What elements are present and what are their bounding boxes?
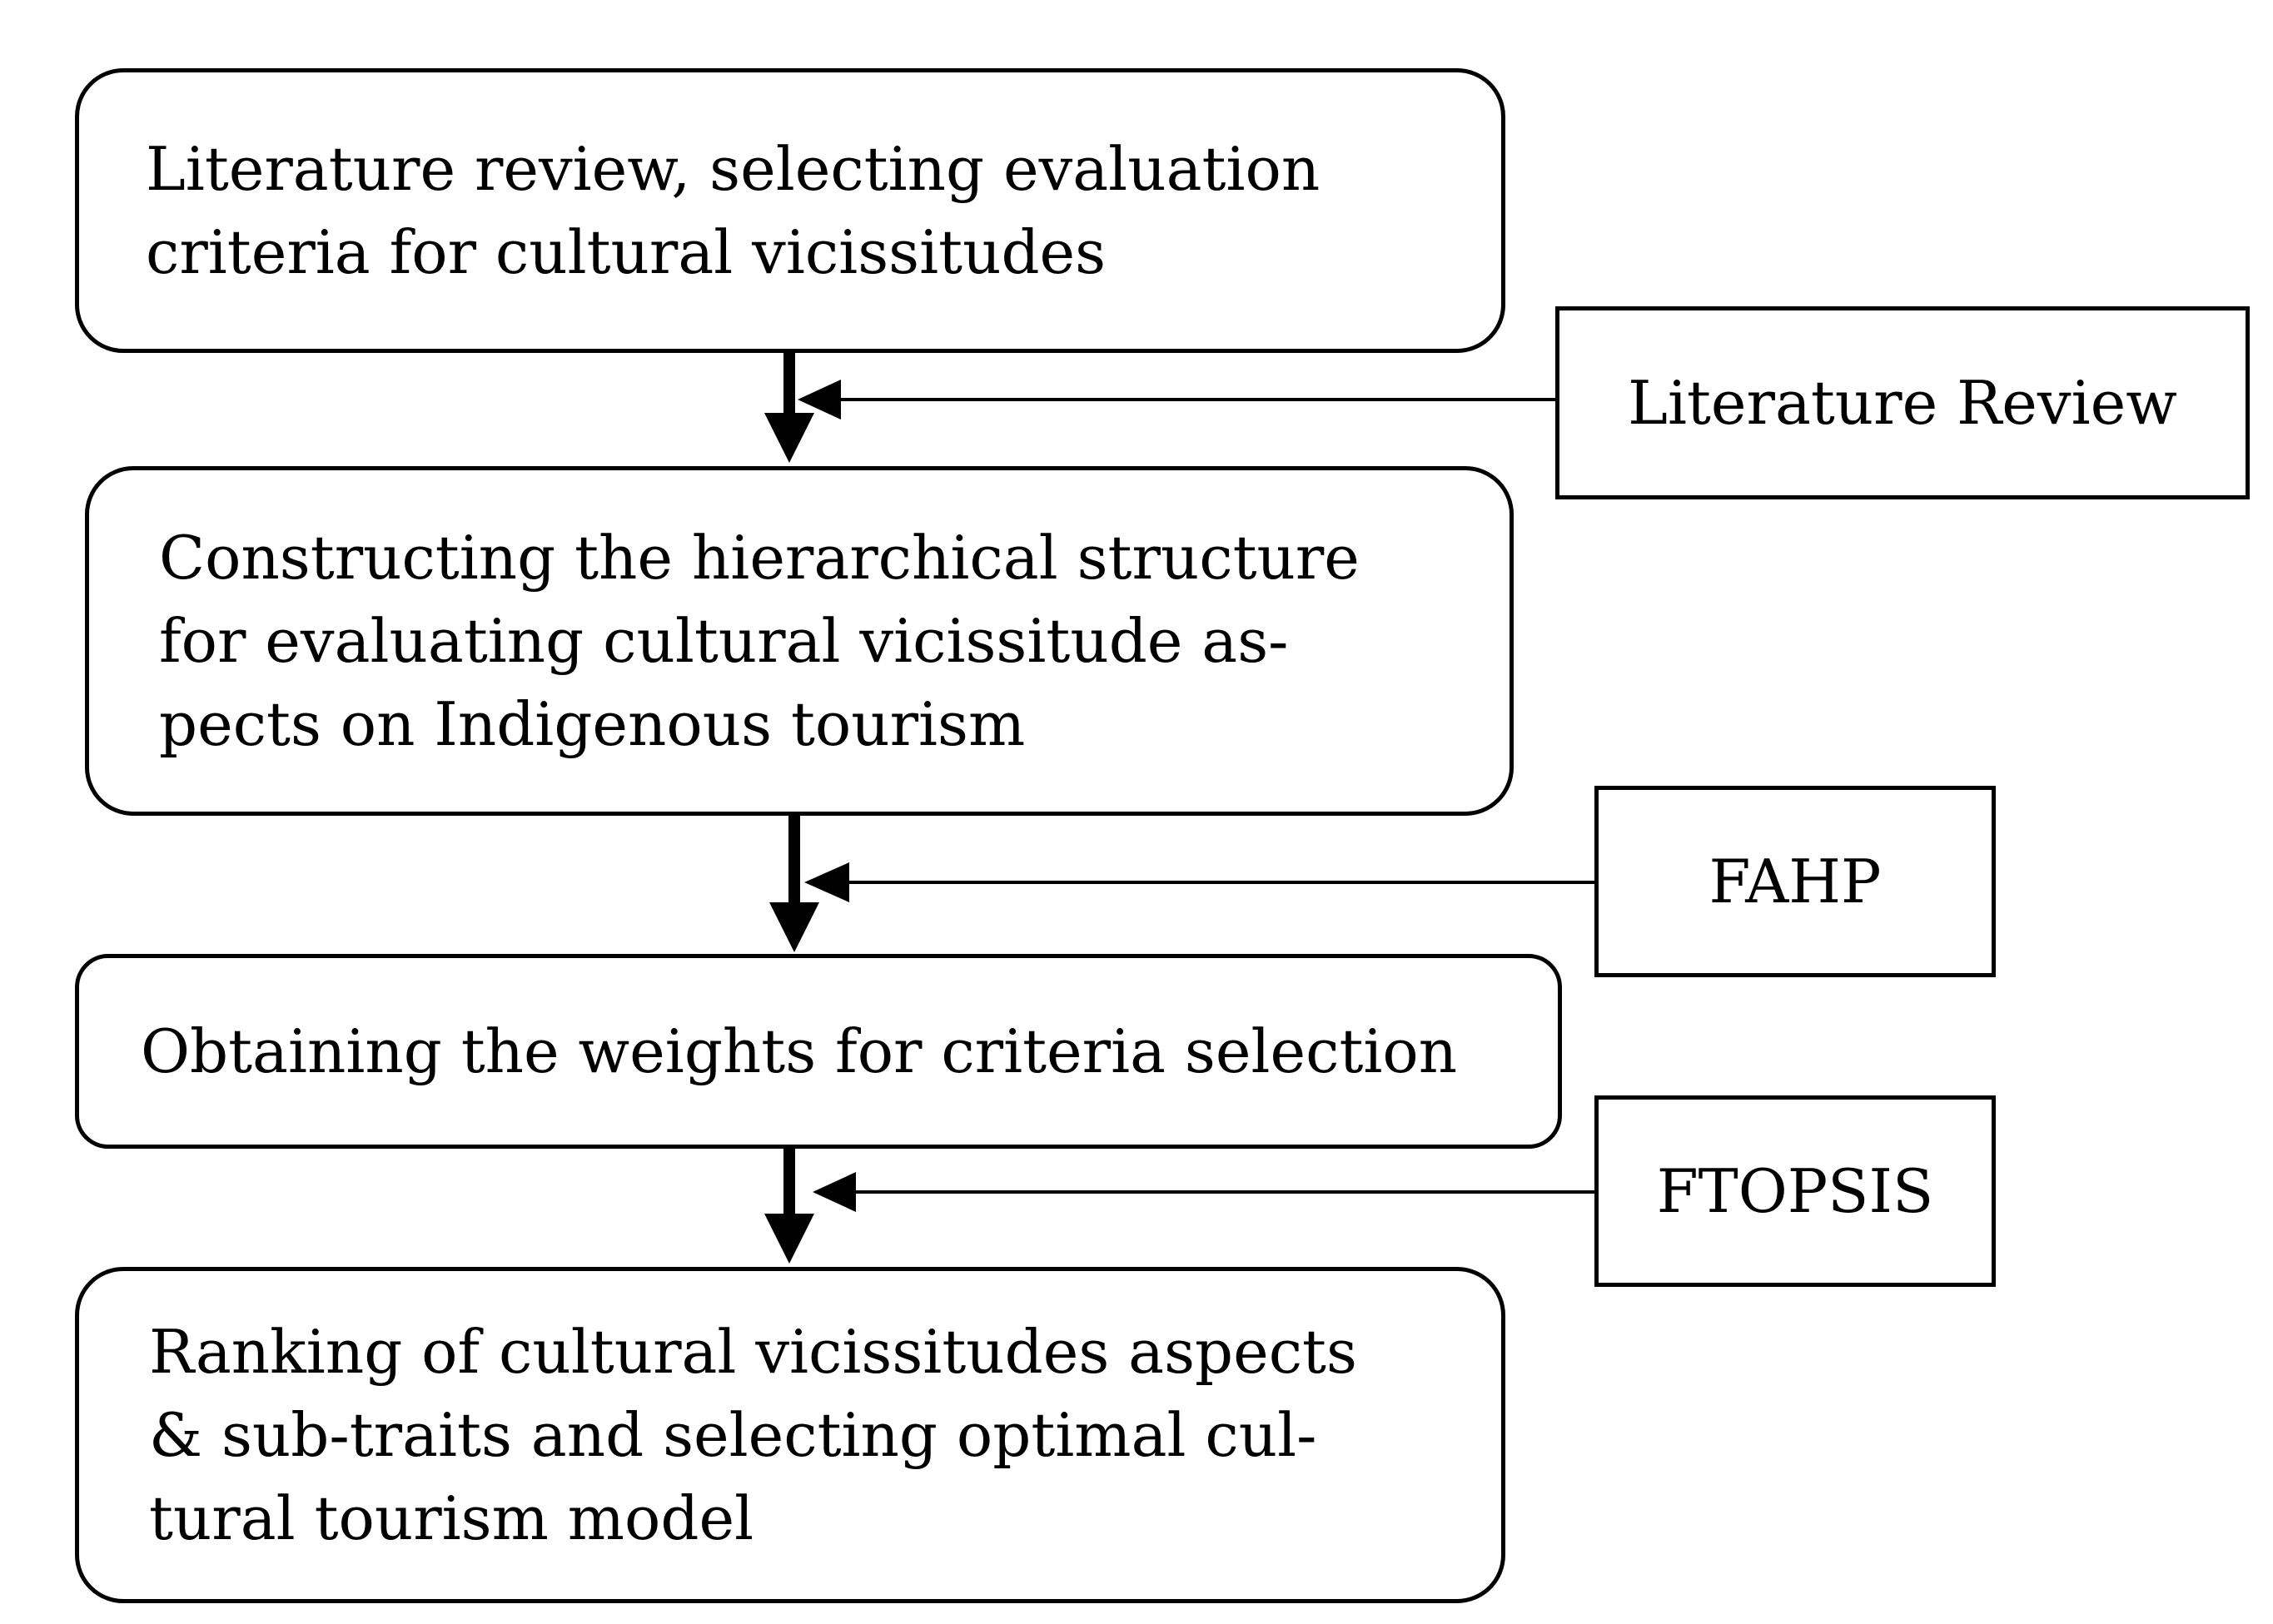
method-label-fahp: FAHP (1708, 847, 1882, 916)
step-2-line-2: for evaluating cultural vicissitude as- (159, 606, 1289, 676)
flow-arrow-3 (764, 1149, 814, 1264)
method-box-literature-review: Literature Review (1555, 306, 2250, 499)
step-1-line-1: Literature review, selecting evaluation (146, 134, 1321, 204)
method-label-literature-review: Literature Review (1628, 368, 2177, 438)
method-box-fahp: FAHP (1594, 786, 1996, 977)
flow-arrow-2 (769, 816, 819, 952)
step-box-hierarchical-structure: Constructing the hierarchical structure … (85, 466, 1514, 816)
step-box-literature-review: Literature review, selecting evaluation … (75, 68, 1505, 353)
method-label-ftopsis: FTOPSIS (1656, 1156, 1934, 1226)
step-2-line-3: pects on Indigenous tourism (159, 689, 1026, 759)
step-2-line-1: Constructing the hierarchical structure (159, 523, 1360, 593)
step-box-ranking: Ranking of cultural vicissitudes aspects… (75, 1267, 1505, 1603)
step-4-line-2: & sub-traits and selecting optimal cul- (149, 1400, 1317, 1470)
input-arrow-fahp (804, 862, 1594, 902)
input-arrow-literature-review (798, 380, 1555, 420)
step-box-obtaining-weights: Obtaining the weights for criteria selec… (75, 954, 1562, 1149)
input-arrow-ftopsis (813, 1172, 1594, 1212)
flow-arrow-1 (764, 353, 814, 463)
step-4-line-1: Ranking of cultural vicissitudes aspects (149, 1317, 1357, 1387)
step-4-line-3: tural tourism model (149, 1483, 754, 1553)
method-box-ftopsis: FTOPSIS (1594, 1095, 1996, 1287)
step-1-line-2: criteria for cultural vicissitudes (146, 217, 1107, 287)
step-3-line-1: Obtaining the weights for criteria selec… (141, 1016, 1458, 1086)
